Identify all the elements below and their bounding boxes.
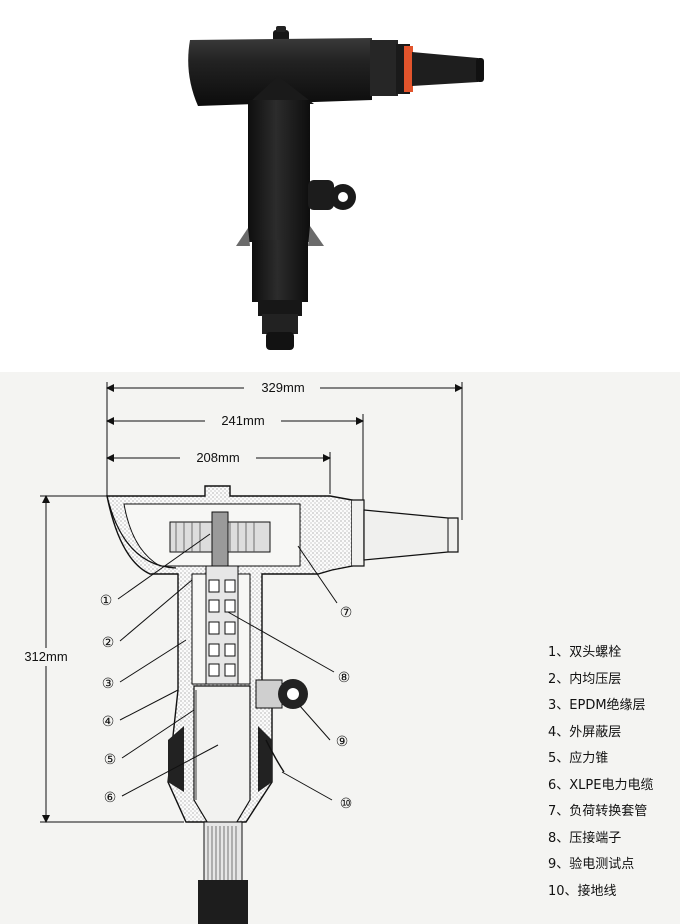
extension-lines [40,382,463,823]
product-photo [188,26,484,350]
legend-item: 1、双头螺栓 [548,645,622,660]
callout-numbers: ① ② ③ ④ ⑤ ⑥ ⑦ ⑧ ⑨ ⑩ [100,593,353,812]
legend-item: 7、负荷转换套管 [548,804,648,819]
legend-item: 9、验电测试点 [548,857,635,872]
callout-4: ④ [102,714,115,730]
callout-5: ⑤ [104,752,117,768]
callout-10: ⑩ [340,796,353,812]
legend-item: 2、内均压层 [548,671,622,687]
leader-lines [117,533,338,801]
dim-height-label: 312mm [24,649,67,664]
callout-2: ② [102,635,115,651]
legend-item: 3、EPDM绝缘层 [548,698,646,713]
dim-overall-label: 329mm [261,380,304,395]
legend-item: 5、应力锥 [548,751,609,766]
callout-1: ① [100,593,113,609]
callout-3: ③ [102,676,115,692]
parts-legend: 1、双头螺栓 2、内均压层 3、EPDM绝缘层 4、外屏蔽层 5、应力锥 6、X… [548,640,678,905]
connector-body [188,26,484,350]
callout-8: ⑧ [338,670,351,686]
legend-item: 4、外屏蔽层 [548,724,622,740]
callout-9: ⑨ [336,734,349,750]
drawing-area [0,372,680,924]
legend-item: 6、XLPE电力电缆 [548,777,654,793]
dim-bushing-label: 241mm [221,413,264,428]
dim-body-label: 208mm [196,450,239,465]
legend-item: 8、压接端子 [548,830,622,846]
callout-7: ⑦ [340,605,353,621]
callout-6: ⑥ [104,790,117,806]
dimension-labels: 329mm 241mm 208mm 312mm [10,379,320,666]
connector-section [106,485,459,924]
legend-item: 10、接地线 [548,883,617,899]
